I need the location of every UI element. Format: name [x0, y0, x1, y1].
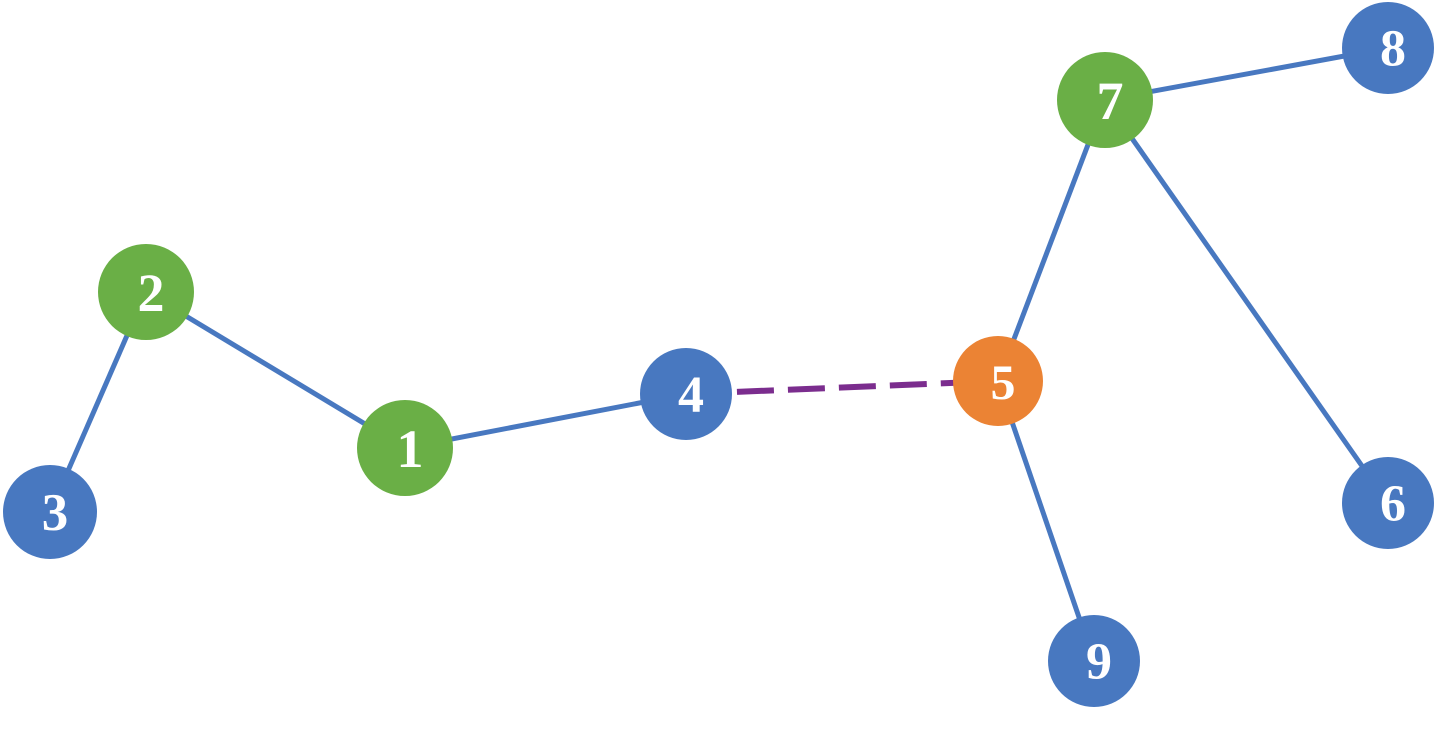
graph-node-circle-4[interactable]	[640, 348, 732, 440]
node-layer: 1 2 3 4 5 6 7 8 9	[3, 2, 1434, 707]
graph-node-label-9: 9	[1086, 634, 1112, 691]
graph-node-circle-8[interactable]	[1342, 2, 1434, 94]
graph-edge-5-7[interactable]	[995, 99, 1108, 382]
graph-node-circle-6[interactable]	[1342, 457, 1434, 549]
graph-node-6[interactable]: 6	[1342, 457, 1434, 549]
graph-node-label-6: 6	[1380, 476, 1406, 533]
graph-node-label-7: 7	[1097, 71, 1124, 131]
graph-node-circle-2[interactable]	[98, 244, 194, 340]
graph-node-circle-7[interactable]	[1057, 52, 1153, 148]
graph-edge-5-9[interactable]	[995, 380, 1097, 662]
graph-node-label-3: 3	[42, 484, 69, 542]
graph-edge-7-6[interactable]	[1102, 98, 1391, 505]
graph-node-circle-1[interactable]	[357, 400, 453, 496]
graph-node-5[interactable]: 5	[953, 336, 1043, 426]
graph-node-7[interactable]: 7	[1057, 52, 1153, 148]
graph-node-circle-3[interactable]	[3, 465, 97, 559]
graph-node-3[interactable]: 3	[3, 465, 97, 559]
graph-node-circle-9[interactable]	[1048, 615, 1140, 707]
graph-node-9[interactable]: 9	[1048, 615, 1140, 707]
edge-layer	[47, 45, 1391, 662]
graph-node-label-1: 1	[397, 419, 424, 479]
graph-node-4[interactable]: 4	[640, 348, 732, 440]
graph-node-label-8: 8	[1380, 21, 1406, 78]
graph-node-2[interactable]: 2	[98, 244, 194, 340]
graph-edge-2-1[interactable]	[144, 289, 407, 451]
graph-node-circle-5[interactable]	[953, 336, 1043, 426]
graph-node-1[interactable]: 1	[357, 400, 453, 496]
graph-node-label-4: 4	[678, 367, 704, 424]
graph-node-8[interactable]: 8	[1342, 2, 1434, 94]
graph-node-label-2: 2	[138, 263, 165, 323]
graph-node-label-5: 5	[991, 354, 1016, 410]
graph-edge-4-5[interactable]	[685, 378, 999, 397]
